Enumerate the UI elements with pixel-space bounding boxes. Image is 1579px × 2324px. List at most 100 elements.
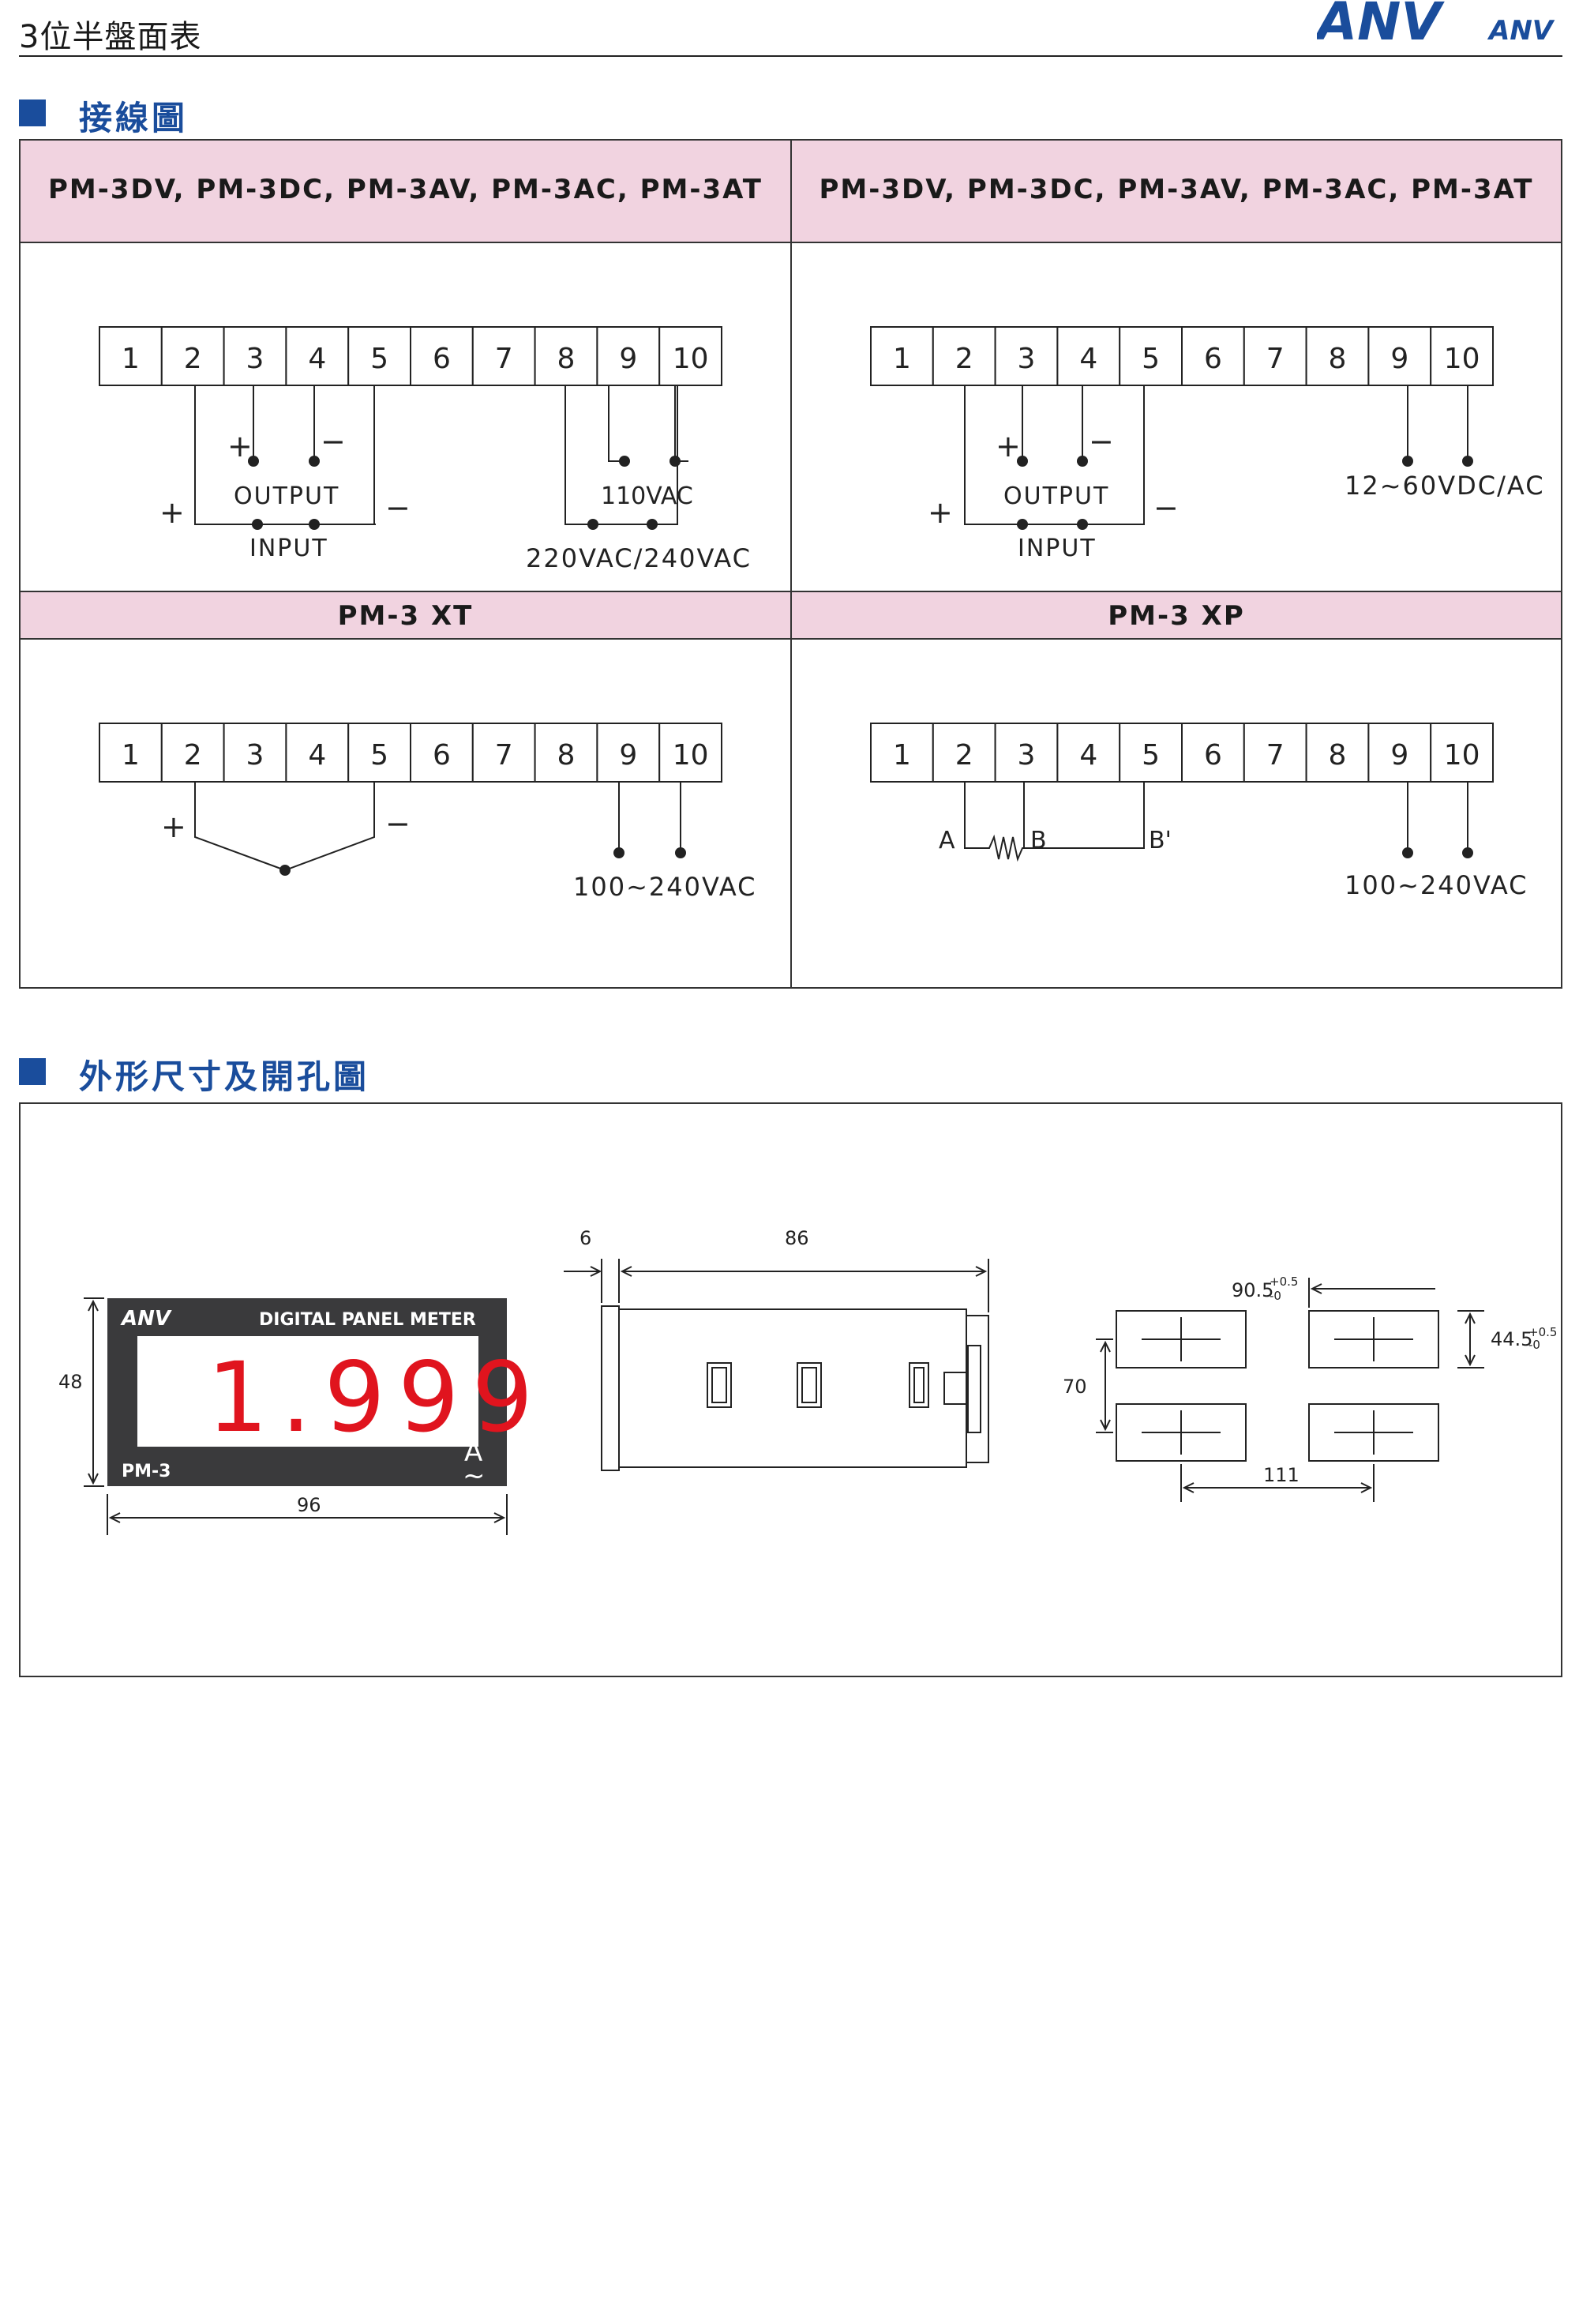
cutout-width-tol-plus: +0.5 — [1270, 1275, 1298, 1289]
terminal-number: 7 — [1266, 739, 1285, 772]
terminal-4: 4 — [285, 326, 350, 386]
wiring-divider — [790, 141, 792, 987]
terminal-number: 3 — [1018, 343, 1036, 375]
input-minus-label: − — [385, 806, 411, 841]
terminal-2: 2 — [160, 326, 225, 386]
wiring-header-right: PM-3DV, PM-3DC, PM-3AV, PM-3AC, PM-3AT — [819, 174, 1534, 205]
power-voltage-label: 100~240VAC — [1345, 870, 1528, 900]
terminal-number: 9 — [1390, 343, 1408, 375]
terminal-number: 1 — [122, 343, 140, 375]
cutout-width-tol-minus: -0 — [1270, 1289, 1281, 1303]
terminal-3: 3 — [223, 326, 287, 386]
terminal-number: 1 — [122, 739, 140, 772]
terminal-number: 9 — [619, 343, 637, 375]
terminal-8: 8 — [534, 723, 598, 783]
input-plus-label: + — [161, 809, 186, 844]
terminal-number: 3 — [246, 343, 264, 375]
terminal-8: 8 — [534, 326, 598, 386]
terminal-9: 9 — [1367, 723, 1432, 783]
aux-voltage-label: 110VAC — [601, 482, 693, 510]
terminal-number: 2 — [955, 343, 973, 375]
terminal-5: 5 — [347, 326, 412, 386]
output-plus-label: + — [996, 429, 1021, 464]
side-view — [564, 1259, 989, 1471]
terminal-number: 4 — [1079, 343, 1097, 375]
brand-logo-small: ANV — [1487, 15, 1555, 46]
terminal-6: 6 — [1181, 723, 1245, 783]
terminal-b-label: B — [1030, 827, 1047, 854]
power-voltage-label: 220VAC/240VAC — [526, 543, 752, 573]
terminal-number: 8 — [1329, 739, 1347, 772]
terminal-7: 7 — [1243, 326, 1307, 386]
terminal-3: 3 — [994, 326, 1059, 386]
meter-unit-ac-symbol: ~ — [463, 1460, 486, 1492]
front-height-dim: 48 — [58, 1371, 83, 1393]
terminal-4: 4 — [1056, 723, 1121, 783]
output-plus-label: + — [227, 429, 253, 464]
output-label: OUTPUT — [1003, 482, 1109, 510]
terminal-number: 10 — [1444, 739, 1480, 772]
terminal-number: 4 — [308, 343, 326, 375]
terminal-number: 8 — [1329, 343, 1347, 375]
terminal-8: 8 — [1305, 326, 1370, 386]
terminal-1: 1 — [99, 326, 163, 386]
wiring-header-xt: PM-3 XT — [337, 600, 474, 632]
terminal-2: 2 — [160, 723, 225, 783]
terminal-number: 6 — [1204, 739, 1222, 772]
input-minus-label: − — [1153, 490, 1179, 525]
input-minus-label: − — [385, 490, 411, 525]
terminal-number: 1 — [893, 739, 911, 772]
terminal-1: 1 — [870, 723, 934, 783]
meter-unit: A — [464, 1436, 482, 1468]
dimensions-panel: ANV DIGITAL PANEL METER 1.999 PM-3 A ~ 4… — [19, 1102, 1562, 1677]
header-rule — [19, 55, 1562, 57]
input-label: INPUT — [249, 535, 328, 562]
terminal-number: 8 — [557, 739, 576, 772]
dimensions-section-title: 外形尺寸及開孔圖 — [79, 1057, 370, 1096]
terminal-10: 10 — [1430, 723, 1495, 783]
document-title: 3位半盤面表 — [19, 19, 202, 55]
terminal-number: 5 — [1142, 739, 1160, 772]
terminal-number: 2 — [184, 343, 202, 375]
output-minus-label: − — [321, 424, 346, 459]
front-width-dim: 96 — [297, 1494, 321, 1516]
terminal-10: 10 — [658, 326, 723, 386]
wiring-header-left: PM-3DV, PM-3DC, PM-3AV, PM-3AC, PM-3AT — [47, 174, 763, 205]
terminal-number: 3 — [246, 739, 264, 772]
terminal-a-label: A — [939, 827, 955, 854]
terminal-3: 3 — [994, 723, 1059, 783]
meter-caption: DIGITAL PANEL METER — [259, 1310, 476, 1330]
terminal-number: 6 — [433, 343, 451, 375]
terminal-number: 10 — [673, 739, 709, 772]
terminal-number: 5 — [370, 739, 388, 772]
terminal-4: 4 — [1056, 326, 1121, 386]
input-plus-label: + — [928, 495, 953, 530]
brand-logo-main: ANV — [1317, 0, 1445, 46]
section-bullet — [19, 1058, 46, 1085]
terminal-2: 2 — [932, 326, 996, 386]
terminal-number: 5 — [1142, 343, 1160, 375]
terminal-7: 7 — [1243, 723, 1307, 783]
power-voltage-label: 100~240VAC — [573, 872, 756, 902]
output-label: OUTPUT — [234, 482, 339, 510]
cutout-height-tol-minus: -0 — [1528, 1338, 1540, 1352]
cutout-pitch-horizontal-dim: 111 — [1263, 1464, 1300, 1486]
terminal-number: 4 — [308, 739, 326, 772]
terminal-number: 9 — [619, 739, 637, 772]
wiring-section-title: 接線圖 — [79, 99, 189, 137]
cutout-pitch-vertical-dim: 70 — [1063, 1376, 1087, 1398]
terminal-5: 5 — [347, 723, 412, 783]
terminal-number: 10 — [673, 343, 709, 375]
terminal-number: 6 — [433, 739, 451, 772]
terminal-6: 6 — [410, 723, 474, 783]
terminal-1: 1 — [870, 326, 934, 386]
terminal-number: 7 — [1266, 343, 1285, 375]
power-voltage-label: 12~60VDC/AC — [1345, 471, 1545, 501]
terminal-number: 10 — [1444, 343, 1480, 375]
